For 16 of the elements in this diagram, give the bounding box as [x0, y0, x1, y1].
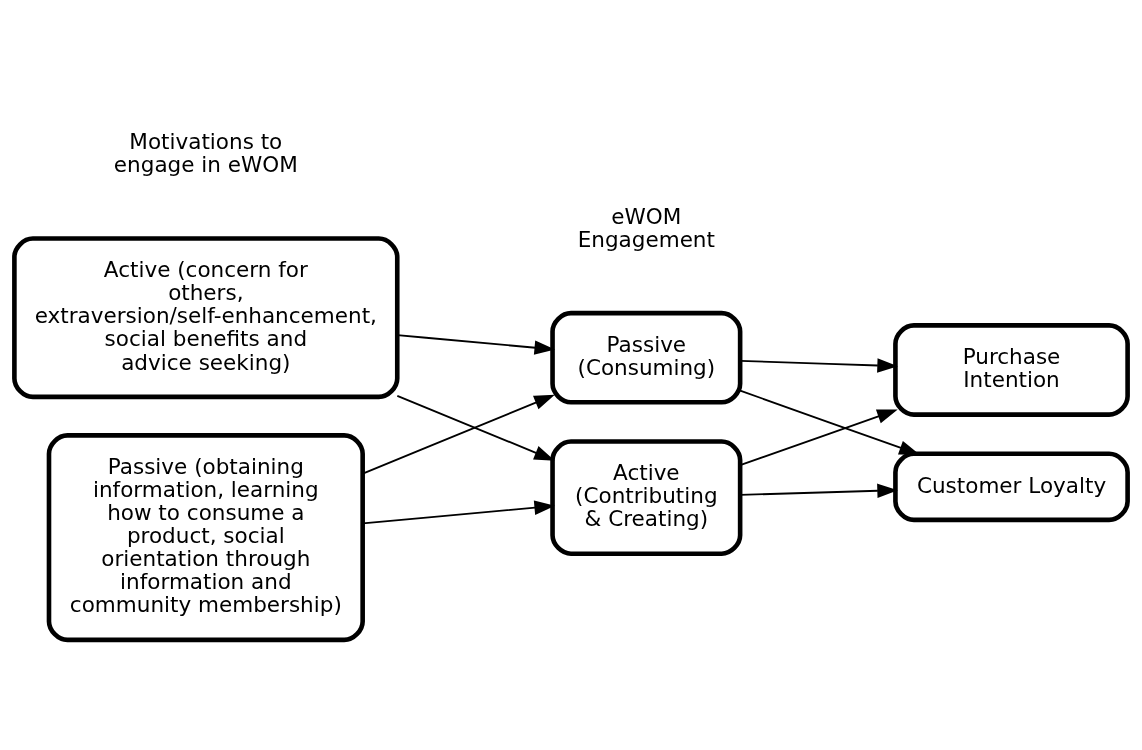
arrow: [739, 358, 898, 373]
arrow: [361, 394, 555, 475]
node-box: Purchase Intention: [893, 323, 1130, 417]
node-box: Customer Loyalty: [893, 451, 1130, 523]
arrow: [739, 483, 898, 499]
arrow: [739, 409, 898, 466]
arrow: [361, 500, 556, 525]
node-box: Active (concern for others, extraversion/self-enhancement, social benefits and advice seeking): [12, 236, 400, 400]
node-box: Active (Contributing & Creating): [550, 439, 743, 557]
label: Motivations to engage in eWOM: [113, 128, 298, 177]
label: eWOM Engagement: [577, 204, 715, 253]
node-box: Passive (Consuming): [550, 310, 743, 405]
arrow: [739, 389, 920, 455]
arrow: [396, 394, 555, 461]
node-box: Passive (obtaining information, learning how to consume a product, social orientation through information and community membership): [46, 433, 365, 643]
arrow: [396, 334, 556, 355]
